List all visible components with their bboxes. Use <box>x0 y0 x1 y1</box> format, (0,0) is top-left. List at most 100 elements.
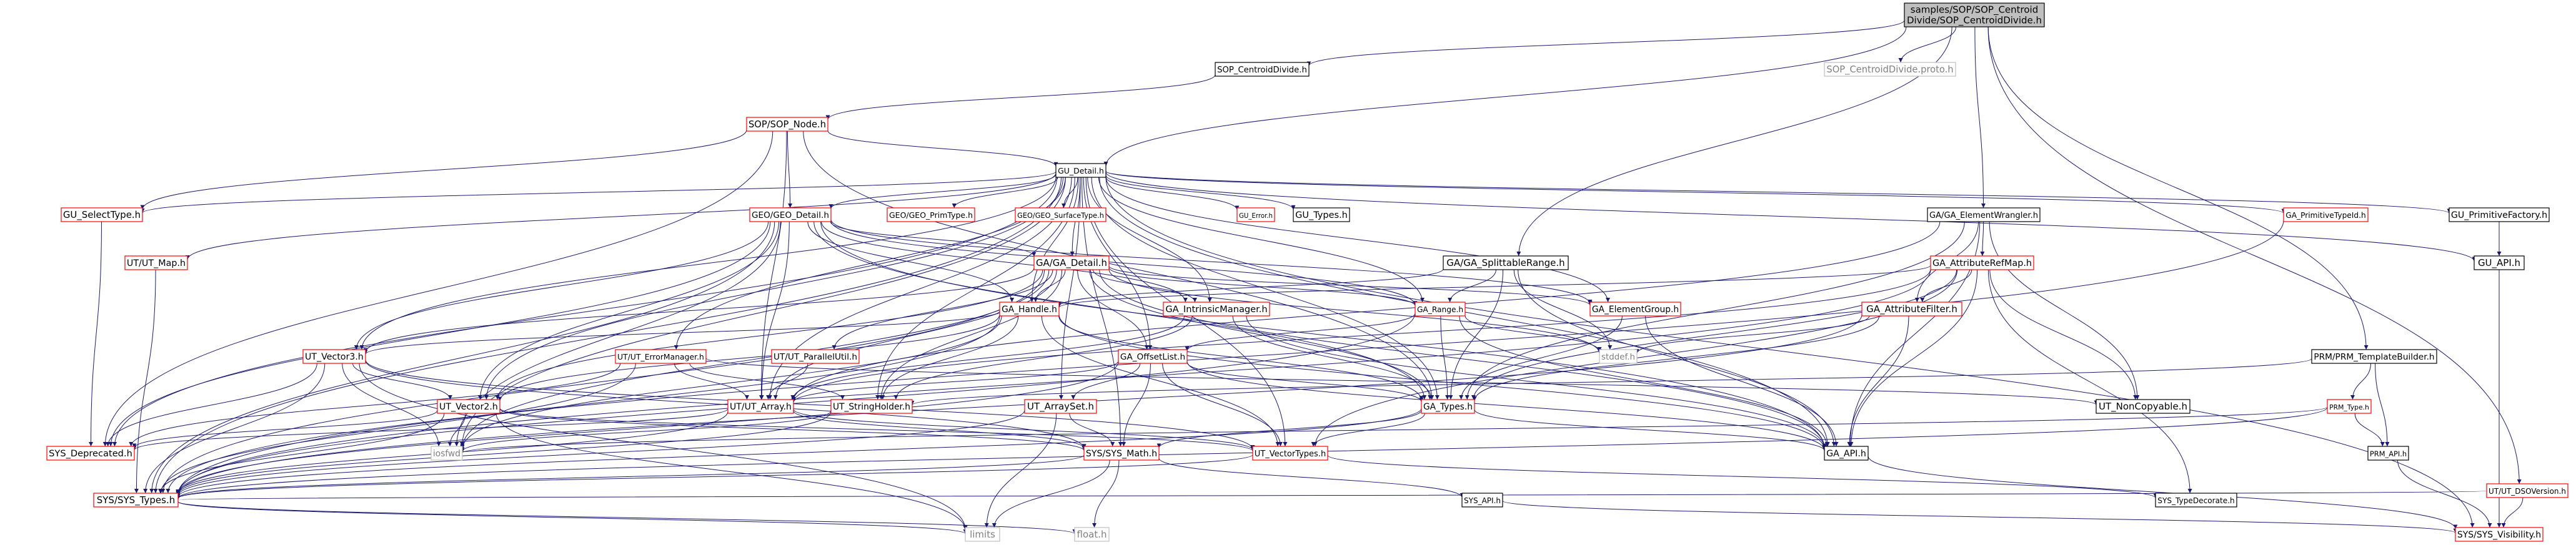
edge-utdso-to-systypes <box>177 490 2487 501</box>
node-label: PRM_API.h <box>2370 449 2407 458</box>
edge-root-to-utdso <box>1987 26 2522 484</box>
edge-sysmath-to-limits <box>992 459 1110 528</box>
node-ut-vector3-h[interactable]: UT_Vector3.h <box>302 349 366 364</box>
edge-utvec2-to-sysmath <box>499 408 1087 451</box>
edge-utdso-to-sysvis <box>2501 497 2524 528</box>
edge-utarray-to-sysmath <box>793 410 1087 449</box>
node-box <box>2283 207 2369 222</box>
edge-utvec3-to-sysmath <box>365 360 1087 449</box>
node-ut-ut-errormanager-h[interactable]: UT/UT_ErrorManager.h <box>615 349 707 364</box>
edge-sysmath-to-float <box>1092 459 1120 528</box>
edge-gadetail-to-gaelemgrp <box>1108 265 1593 306</box>
node-ut-stringholder-h[interactable]: UT_StringHolder.h <box>830 399 913 414</box>
node-box <box>2327 399 2372 414</box>
edge-gaoffset-to-utvt <box>1162 363 1283 447</box>
node-gu-api-h[interactable]: GU_API.h <box>2474 255 2525 270</box>
edge-guselect-to-sysdep <box>89 221 102 447</box>
node-box <box>437 399 500 414</box>
node-ut-vectortypes-h[interactable]: UT_VectorTypes.h <box>1252 446 1328 461</box>
node-box <box>1927 207 2041 222</box>
node-ga-elementgroup-h[interactable]: GA_ElementGroup.h <box>1589 302 1681 317</box>
node-label: iosfwd <box>433 449 460 459</box>
edge-prmtype-to-iosfwd <box>460 406 2328 453</box>
edge-utstrh-to-systypes <box>176 411 832 495</box>
edge-prmtype-to-prmapi <box>2354 413 2385 447</box>
node-ut-vector2-h[interactable]: UT_Vector2.h <box>437 399 500 414</box>
node-ut-ut-array-h[interactable]: UT/UT_Array.h <box>727 399 794 414</box>
node-ga-attributefilter-h[interactable]: GA_AttributeFilter.h <box>1861 302 1962 317</box>
node-gu-detail-h[interactable]: GU_Detail.h <box>1055 163 1106 178</box>
node-label: UT/UT_DSOVersion.h <box>2489 487 2566 496</box>
node-label: GA_Handle.h <box>1002 305 1057 315</box>
node-geo-geo-detail-h[interactable]: GEO/GEO_Detail.h <box>749 207 832 222</box>
node-ga-ga-elementwrangler-h[interactable]: GA/GA_ElementWrangler.h <box>1927 207 2041 222</box>
node-ga-api-h[interactable]: GA_API.h <box>1824 446 1869 461</box>
node-gu-selecttype-h[interactable]: GU_SelectType.h <box>61 207 143 222</box>
node-sop-centroiddivide-proto-h: SOP_CentroidDivide.proto.h <box>1824 62 1956 77</box>
edge-garange-to-gaoffset <box>1185 313 1416 351</box>
edge-root-to-gasplit <box>1516 26 1952 257</box>
node-ga-intrinsicmanager-h[interactable]: GA_IntrinsicManager.h <box>1163 302 1270 317</box>
edge-gadetail-to-systypes <box>161 269 1045 494</box>
node-ga-offsetlist-h[interactable]: GA_OffsetList.h <box>1118 349 1188 364</box>
node-ga-types-h[interactable]: GA_Types.h <box>1421 399 1475 414</box>
node-ut-ut-map-h[interactable]: UT/UT_Map.h <box>124 255 188 270</box>
node-geo-geo-primtype-h[interactable]: GEO/GEO_PrimType.h <box>887 207 975 222</box>
node-sop-centroiddivide-h[interactable]: SOP_CentroidDivide.h <box>1215 62 1310 77</box>
edge-uterrmgr-to-utnoncp <box>705 358 2099 405</box>
edge-gudetail-to-utmap <box>185 172 1057 260</box>
node-box <box>1824 446 1869 461</box>
edge-gadetail-to-gaapi <box>1099 269 1827 448</box>
edge-utarrset-to-sysmath <box>1069 413 1115 447</box>
edge-sysapi-to-sysvis <box>1502 500 2458 534</box>
node-sys-sys-math-h[interactable]: SYS/SYS_Math.h <box>1083 446 1160 461</box>
node-box <box>1421 399 1475 414</box>
edge-sopcdc-to-sopnode <box>825 74 1216 120</box>
node-label: GA_PrimitiveTypeId.h <box>2285 211 2365 220</box>
node-sop-sop-node-h[interactable]: SOP/SOP_Node.h <box>746 117 828 132</box>
edge-uterrmgr-to-systypes <box>159 363 636 494</box>
edge-gaattrmap-to-systypes <box>176 269 1931 495</box>
node-samples-sop-sop-centroid-divide-sop-centroiddivide-h[interactable]: samples/SOP/SOP_CentroidDivide/SOP_Centr… <box>1904 2 2045 27</box>
node-sys-sys-types-h[interactable]: SYS/SYS_Types.h <box>93 493 179 508</box>
node-label: UT_Vector3.h <box>305 352 364 362</box>
edge-sopnode-to-geodetail <box>787 130 793 209</box>
node-sys-typedecorate-h[interactable]: SYS_TypeDecorate.h <box>2155 493 2237 508</box>
edge-geodetail-to-gaintr <box>821 221 1188 303</box>
edge-gudetail-to-sysdep <box>112 177 1058 447</box>
node-ga-primitivetypeid-h[interactable]: GA_PrimitiveTypeId.h <box>2283 207 2369 222</box>
node-ut-ut-parallelutil-h[interactable]: UT/UT_ParallelUtil.h <box>771 349 860 364</box>
node-prm-prm-templatebuilder-h[interactable]: PRM/PRM_TemplateBuilder.h <box>2311 349 2437 364</box>
node-prm-api-h[interactable]: PRM_API.h <box>2367 446 2409 461</box>
node-box <box>1824 62 1956 77</box>
node-label: UT/UT_Map.h <box>127 258 186 268</box>
edge-gudetail-to-gaprimid <box>1105 171 2286 214</box>
node-box <box>1252 446 1328 461</box>
node-label: GA/GA_SplittableRange.h <box>1446 257 1564 269</box>
edge-gatypes-to-sysmath <box>1156 410 1422 448</box>
edge-geodetail-to-utvec2 <box>477 221 780 400</box>
node-label: SYS_TypeDecorate.h <box>2157 496 2234 505</box>
node-gu-error-h[interactable]: GU_Error.h <box>1236 207 1275 222</box>
node-geo-geo-surfacetype-h[interactable]: GEO/GEO_SurfaceType.h <box>1015 207 1106 222</box>
node-prm-type-h[interactable]: PRM_Type.h <box>2327 399 2372 414</box>
node-label: GU_PrimitiveFactory.h <box>2451 210 2547 220</box>
node-ga-attributerefmap-h[interactable]: GA_AttributeRefMap.h <box>1930 255 2034 270</box>
node-stddef-h: stddef.h <box>1599 349 1638 364</box>
edge-gatypes-to-systypes <box>176 408 1422 498</box>
node-sys-deprecated-h[interactable]: SYS_Deprecated.h <box>46 446 135 461</box>
node-ga-ga-detail-h[interactable]: GA/GA_Detail.h <box>1033 255 1110 270</box>
node-sys-sys-visibility-h[interactable]: SYS/SYS_Visibility.h <box>2455 527 2544 542</box>
node-ga-ga-splittablerange-h[interactable]: GA/GA_SplittableRange.h <box>1443 255 1569 270</box>
node-ga-range-h[interactable]: GA_Range.h <box>1415 302 1466 317</box>
node-gu-types-h[interactable]: GU_Types.h <box>1293 207 1350 222</box>
node-box <box>1083 446 1160 461</box>
node-gu-primitivefactory-h[interactable]: GU_PrimitiveFactory.h <box>2449 207 2550 222</box>
edge-gaoffset-to-utarrset <box>1071 363 1141 400</box>
node-ga-handle-h[interactable]: GA_Handle.h <box>999 302 1060 317</box>
node-sys-api-h[interactable]: SYS_API.h <box>1461 493 1503 508</box>
node-ut-ut-dsoversion-h[interactable]: UT/UT_DSOVersion.h <box>2486 483 2569 498</box>
node-ut-arrayset-h[interactable]: UT_ArraySet.h <box>1024 399 1097 414</box>
node-float-h: float.h <box>1074 527 1110 542</box>
node-ut-noncopyable-h[interactable]: UT_NonCopyable.h <box>2096 399 2191 414</box>
